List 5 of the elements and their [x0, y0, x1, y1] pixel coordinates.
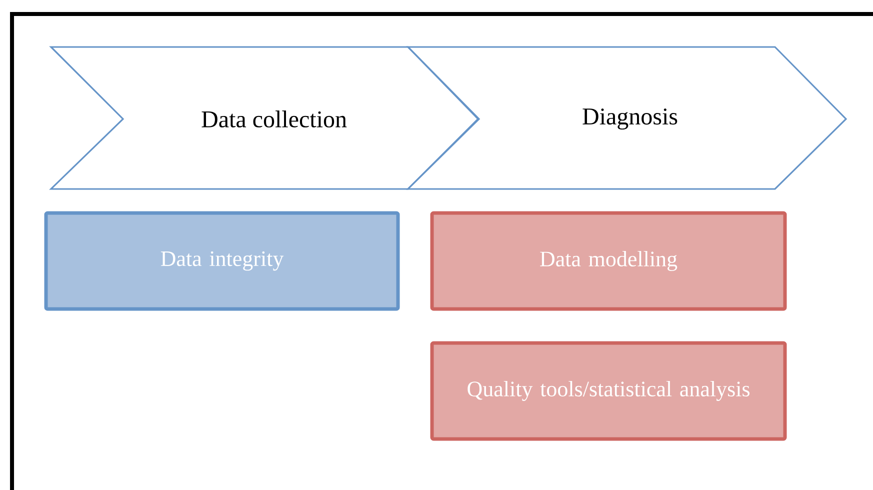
chevron-step: Data collection: [49, 46, 480, 190]
process-box: Data modelling: [430, 211, 787, 311]
process-box: Data integrity: [44, 211, 400, 311]
chevron-step: Diagnosis: [406, 46, 848, 190]
process-box: Quality tools/statistical analysis: [430, 341, 787, 441]
